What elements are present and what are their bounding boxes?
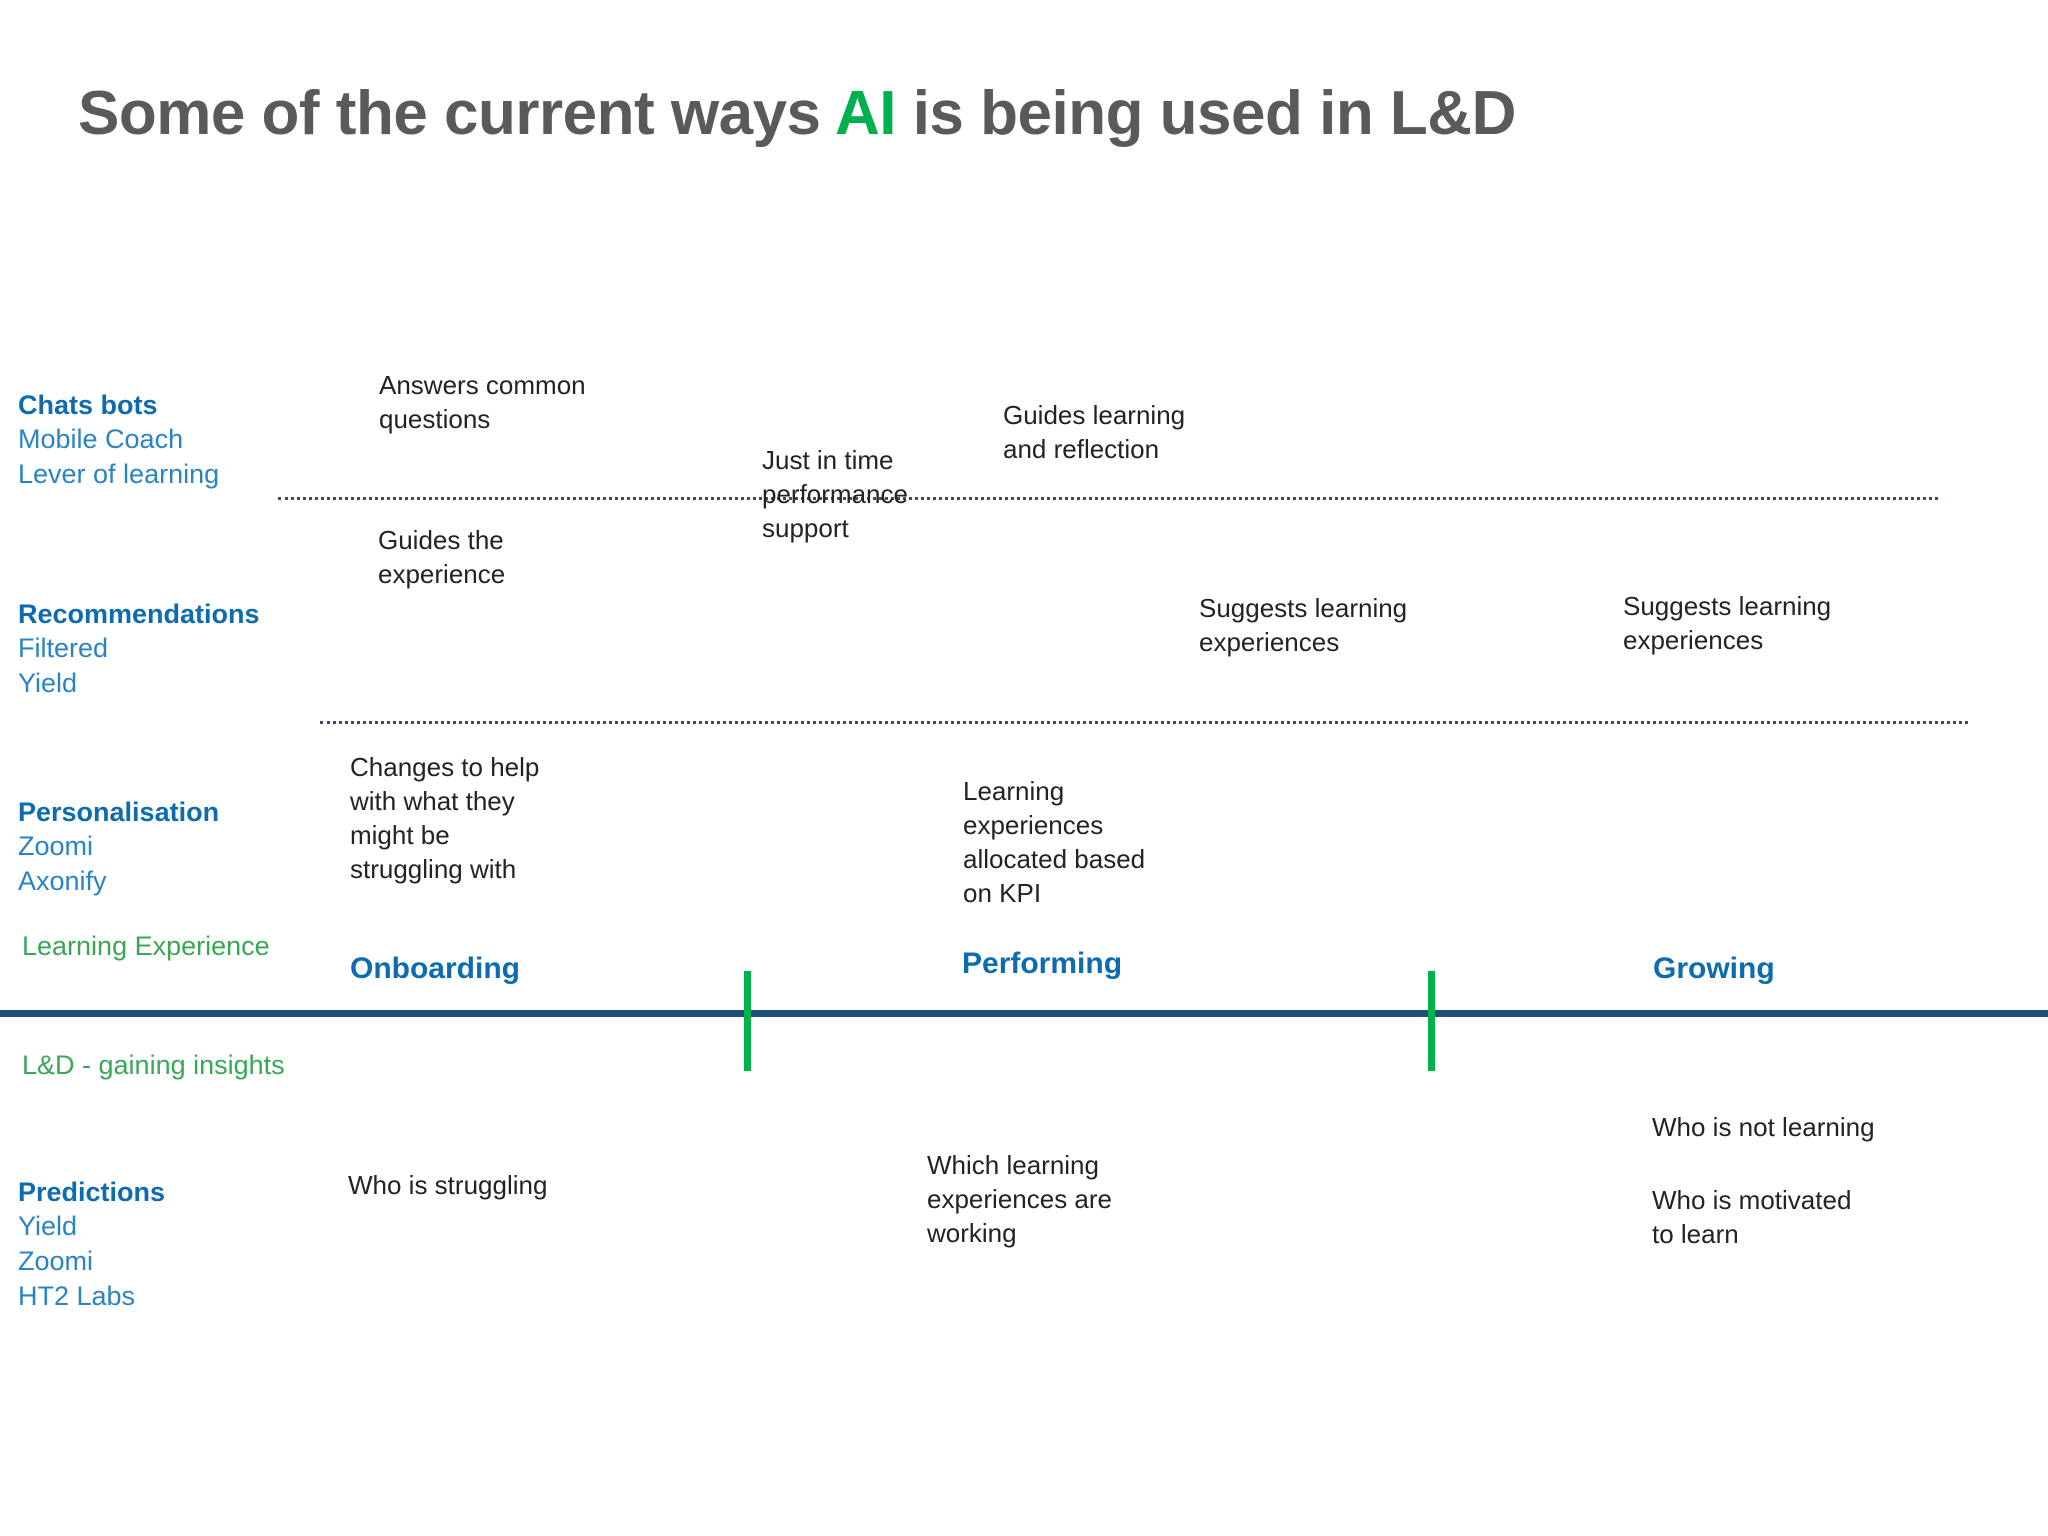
axis-tick-onboarding-performing [744,971,751,1071]
note-predictions-growing-primary: Who is not learning [1652,1112,1875,1142]
page-title-before: Some of the current ways [78,79,835,148]
divider-dotted-middle [320,721,1968,724]
axis-tick-performing-growing [1428,971,1435,1071]
category-chats-bots: Chats bots Mobile Coach Lever of learnin… [18,388,338,492]
category-predictions: Predictions Yield Zoomi HT2 Labs [18,1175,338,1314]
divider-dotted-top [278,497,1938,500]
stage-label-growing: Growing [1653,952,1775,985]
category-title: Predictions [18,1177,166,1207]
category-tool: Yield [18,1211,78,1241]
note-predictions-onboarding: Who is struggling [348,1170,548,1200]
category-tool: Zoomi [18,1246,94,1276]
page-title: Some of the current ways AI is being use… [78,78,1516,149]
category-title: Recommendations [18,599,260,629]
page-title-ai-highlight: AI [834,79,897,148]
lane-label-learning-experience: Learning Experience [22,931,270,961]
category-tool: Yield [18,668,78,698]
category-tool: Filtered [18,633,109,663]
category-tool: Zoomi [18,831,94,861]
category-title: Personalisation [18,797,220,827]
category-recommendations: Recommendations Filtered Yield [18,597,338,701]
timeline-axis [0,1010,2048,1017]
category-personalisation: Personalisation Zoomi Axonify [18,795,338,899]
lane-label-ld-gaining-insights: L&D - gaining insights [22,1050,285,1080]
category-title: Chats bots [18,390,158,420]
category-tool: HT2 Labs [18,1281,136,1311]
stage-label-performing: Performing [962,947,1123,980]
category-tool: Mobile Coach [18,424,184,454]
stage-label-onboarding: Onboarding [350,952,520,985]
category-tool: Lever of learning [18,459,220,489]
category-tool: Axonify [18,866,107,896]
page-title-after: is being used in L&D [895,79,1517,148]
